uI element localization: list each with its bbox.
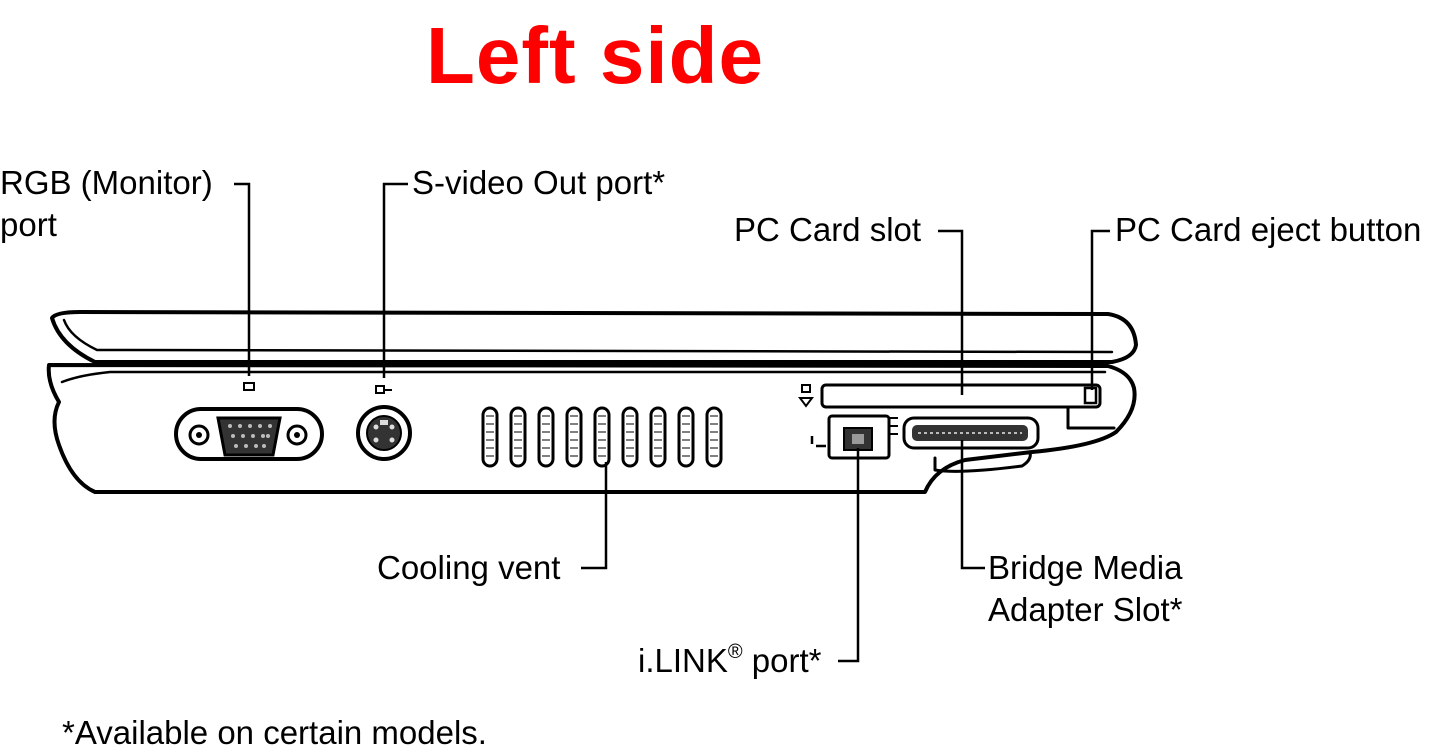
callout-leader-lines — [234, 182, 1110, 663]
bridge-media-slot-opening — [890, 416, 1040, 450]
registered-mark: ® — [727, 641, 743, 663]
svideo-port-leader — [382, 182, 408, 378]
ilink-port-label: i.LINK® port* — [638, 640, 822, 682]
ilink-port-connector — [810, 414, 891, 460]
rgb-port-label-line1: RGB (Monitor) — [0, 164, 213, 201]
footnote: *Available on certain models. — [62, 714, 487, 751]
bridge-media-label-line2: Adapter Slot* — [988, 591, 1183, 628]
bridge-media-label-line1: Bridge Media — [988, 549, 1183, 586]
rgb-port-leader — [234, 182, 251, 376]
pc-card-recess — [1066, 400, 1116, 430]
bridge-media-protrusion — [933, 450, 1032, 473]
pc-card-eject-leader — [1090, 229, 1110, 390]
cooling-vent-hatching — [486, 415, 718, 457]
ilink-port-label-name: i.LINK — [638, 642, 728, 679]
bridge-media-leader — [960, 440, 985, 570]
cooling-vent-grille — [481, 406, 723, 468]
cooling-vent-label: Cooling vent — [377, 549, 561, 586]
pc-card-eject-label: PC Card eject button — [1115, 211, 1422, 248]
ilink-port-label-suffix: port* — [742, 642, 822, 679]
rgb-port-label-line2: port — [0, 206, 57, 243]
rgb-port-connector — [174, 382, 324, 461]
pc-card-slot-label: PC Card slot — [734, 211, 922, 248]
svideo-port-label: S-video Out port* — [412, 164, 666, 201]
laptop-lid-inner-line — [62, 318, 1114, 354]
pc-card-eject-button — [1083, 386, 1098, 405]
laptop-lid-outline — [50, 310, 1138, 364]
laptop-base-inner-line — [60, 370, 1107, 384]
svideo-port-connector — [356, 385, 412, 461]
pc-card-slot-opening — [798, 383, 1102, 409]
ilink-port-leader — [838, 448, 860, 663]
laptop-base-outline — [46, 363, 1137, 494]
rgb-port-label: RGB (Monitor) port — [0, 162, 213, 246]
pc-card-slot-leader — [938, 229, 964, 395]
cooling-vent-leader — [581, 462, 608, 570]
bridge-media-label: Bridge Media Adapter Slot* — [988, 547, 1182, 631]
page-title: Left side — [426, 11, 764, 100]
